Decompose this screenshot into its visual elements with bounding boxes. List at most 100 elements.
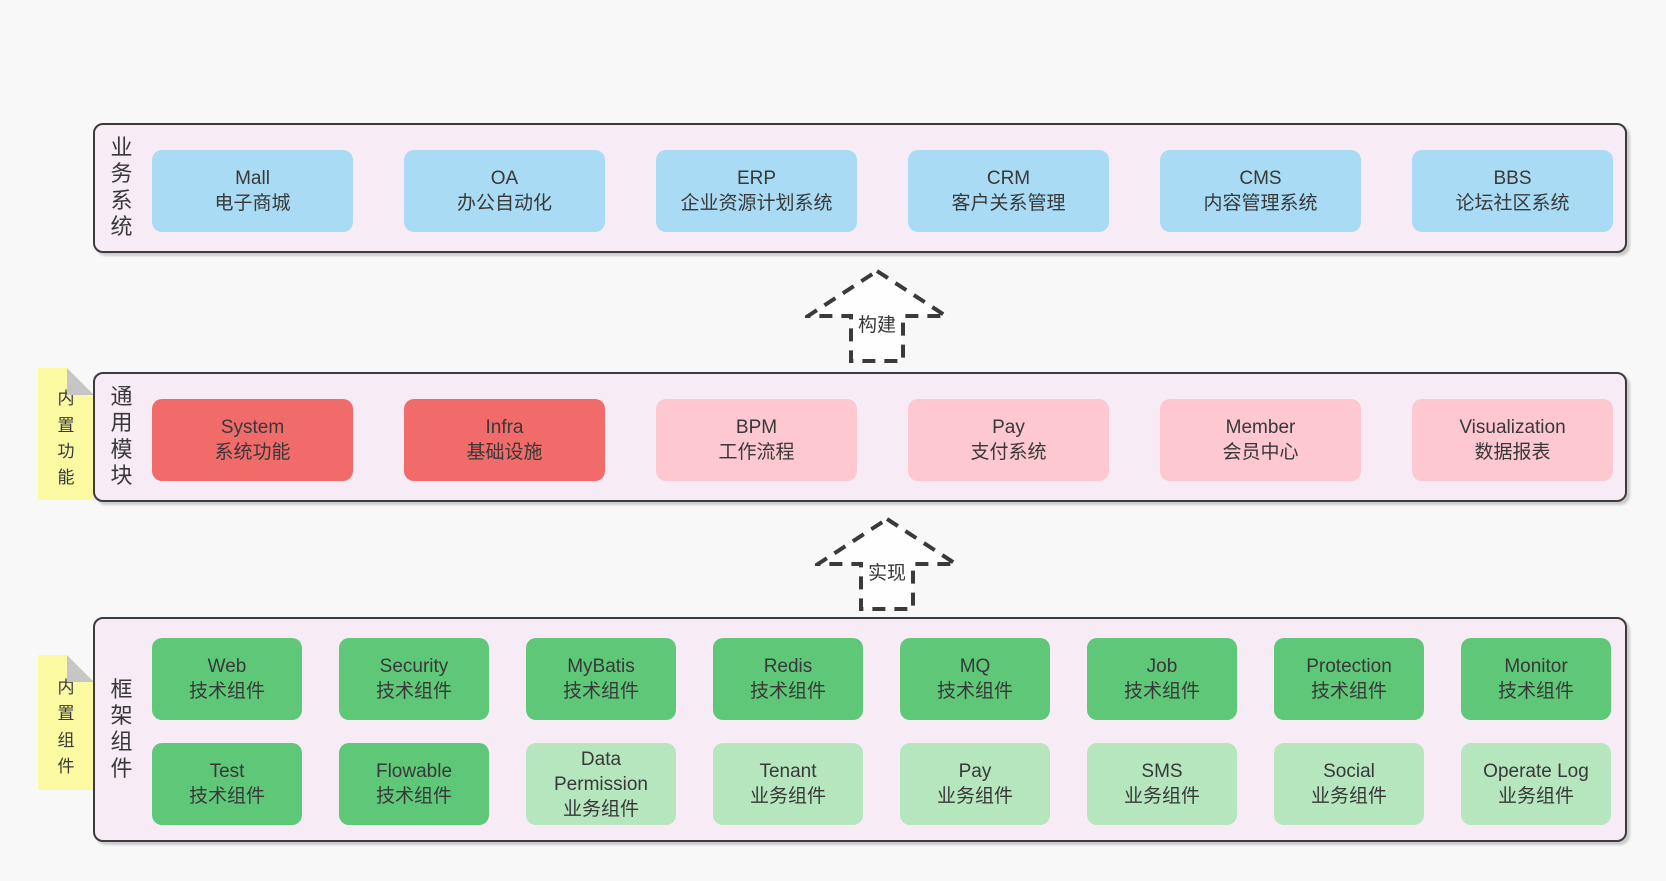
box-title: Visualization: [1459, 417, 1566, 438]
box-title: Web: [207, 656, 247, 677]
box-title: Infra: [485, 417, 524, 438]
box-title: Protection: [1306, 656, 1392, 677]
box-protection: Protection 技术组件: [1274, 638, 1424, 720]
box-flowable: Flowable 技术组件: [339, 743, 489, 825]
panel-side-label: 业务系统: [110, 135, 133, 240]
box-subtitle: 系统功能: [214, 442, 291, 463]
framework-components-row-1: Web 技术组件 Security 技术组件 MyBatis 技术组件 Redi…: [152, 638, 1611, 720]
box-social: Social 业务组件: [1274, 743, 1424, 825]
box-subtitle: 企业资源计划系统: [680, 193, 833, 214]
box-title: Pay: [992, 417, 1025, 438]
box-erp: ERP 企业资源计划系统: [656, 150, 857, 232]
box-title: Operate Log: [1483, 761, 1589, 782]
box-subtitle: 技术组件: [562, 681, 639, 702]
box-subtitle: 办公自动化: [456, 193, 552, 214]
box-subtitle: 业务组件: [1497, 786, 1574, 807]
box-subtitle: 业务组件: [936, 786, 1013, 807]
box-test: Test 技术组件: [152, 743, 302, 825]
box-subtitle: 业务组件: [1310, 786, 1387, 807]
implement-arrow: 实现: [815, 516, 959, 612]
box-title: Test: [209, 761, 245, 782]
box-title: MQ: [959, 656, 991, 677]
folded-corner-icon: [67, 655, 94, 682]
panel-side-label: 通用模块: [110, 384, 133, 489]
box-mq: MQ 技术组件: [900, 638, 1050, 720]
business-systems-panel: 业务系统 Mall 电子商城 OA 办公自动化 ERP 企业资源计划系统 CRM…: [93, 123, 1627, 253]
box-system: System 系统功能: [152, 399, 353, 481]
box-subtitle: 客户关系管理: [951, 193, 1066, 214]
box-subtitle: 论坛社区系统: [1455, 193, 1570, 214]
box-title: SMS: [1141, 761, 1183, 782]
box-title: BPM: [735, 417, 778, 438]
box-subtitle: 技术组件: [936, 681, 1013, 702]
box-subtitle: 业务组件: [1123, 786, 1200, 807]
box-title: Social: [1323, 761, 1375, 782]
note-text: 内置组件: [57, 677, 75, 776]
box-pay-biz: Pay 业务组件: [900, 743, 1050, 825]
box-mybatis: MyBatis 技术组件: [526, 638, 676, 720]
box-title: Mall: [235, 168, 270, 189]
note-text: 内置功能: [57, 389, 75, 488]
box-title: CRM: [986, 168, 1031, 189]
box-crm: CRM 客户关系管理: [908, 150, 1109, 232]
box-title: System: [220, 417, 285, 438]
box-title: Pay: [958, 761, 992, 782]
box-subtitle: 数据报表: [1474, 442, 1551, 463]
sticky-note-built-in-features: 内置功能: [38, 368, 94, 500]
box-title: Tenant: [759, 761, 817, 782]
box-subtitle: 技术组件: [1123, 681, 1200, 702]
box-oa: OA 办公自动化: [404, 150, 605, 232]
box-title: Redis: [763, 656, 813, 677]
box-member: Member 会员中心: [1160, 399, 1361, 481]
box-subtitle: 会员中心: [1222, 442, 1299, 463]
box-subtitle: 基础设施: [466, 442, 543, 463]
box-security: Security 技术组件: [339, 638, 489, 720]
box-title: ERP: [736, 168, 777, 189]
box-subtitle: 业务组件: [562, 798, 639, 820]
box-infra: Infra 基础设施: [404, 399, 605, 481]
box-mall: Mall 电子商城: [152, 150, 353, 232]
folded-corner-icon: [67, 368, 94, 395]
box-subtitle: 支付系统: [970, 442, 1047, 463]
box-tenant: Tenant 业务组件: [713, 743, 863, 825]
box-subtitle: 内容管理系统: [1203, 193, 1318, 214]
box-pay: Pay 支付系统: [908, 399, 1109, 481]
box-data-permission: Data Permission 业务组件: [526, 743, 676, 825]
box-title: OA: [490, 168, 519, 189]
box-title: CMS: [1239, 168, 1282, 189]
common-modules-row: System 系统功能 Infra 基础设施 BPM 工作流程 Pay 支付系统…: [152, 399, 1613, 481]
box-bbs: BBS 论坛社区系统: [1412, 150, 1613, 232]
box-subtitle: 技术组件: [188, 786, 265, 807]
business-systems-row: Mall 电子商城 OA 办公自动化 ERP 企业资源计划系统 CRM 客户关系…: [152, 150, 1613, 232]
box-monitor: Monitor 技术组件: [1461, 638, 1611, 720]
build-arrow: 构建: [805, 268, 949, 364]
sticky-note-built-in-components: 内置组件: [38, 655, 94, 790]
framework-components-panel: 框架组件 Web 技术组件 Security 技术组件 MyBatis 技术组件…: [93, 617, 1627, 842]
box-title: BBS: [1493, 168, 1532, 189]
box-job: Job 技术组件: [1087, 638, 1237, 720]
box-title: Job: [1146, 656, 1178, 677]
box-bpm: BPM 工作流程: [656, 399, 857, 481]
box-title: MyBatis: [567, 656, 635, 677]
box-subtitle: 业务组件: [749, 786, 826, 807]
box-subtitle: 技术组件: [1497, 681, 1574, 702]
box-subtitle: 工作流程: [718, 442, 795, 463]
arrow-label: 实现: [865, 558, 909, 585]
box-title: Monitor: [1504, 656, 1568, 677]
box-title: Flowable: [375, 761, 453, 782]
box-visualization: Visualization 数据报表: [1412, 399, 1613, 481]
box-title: Member: [1225, 417, 1296, 438]
box-title: Security: [379, 656, 449, 677]
box-subtitle: 技术组件: [188, 681, 265, 702]
box-subtitle: 技术组件: [1310, 681, 1387, 702]
box-subtitle: 技术组件: [749, 681, 826, 702]
box-operate-log: Operate Log 业务组件: [1461, 743, 1611, 825]
box-web: Web 技术组件: [152, 638, 302, 720]
box-subtitle: 技术组件: [375, 681, 452, 702]
arrow-label: 构建: [855, 310, 899, 337]
framework-components-row-2: Test 技术组件 Flowable 技术组件 Data Permission …: [152, 743, 1611, 825]
panel-side-label: 框架组件: [110, 676, 133, 781]
box-subtitle: 电子商城: [214, 193, 291, 214]
common-modules-panel: 通用模块 System 系统功能 Infra 基础设施 BPM 工作流程 Pay…: [93, 372, 1627, 502]
